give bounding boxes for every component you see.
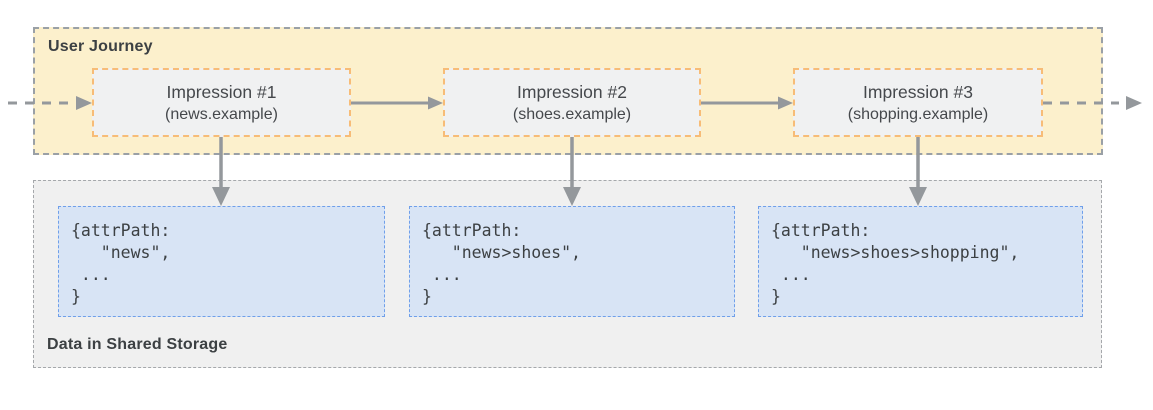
impression-1-box: Impression #1 (news.example) <box>92 68 351 137</box>
impression-2-box: Impression #2 (shoes.example) <box>443 68 701 137</box>
impression-2-label: Impression #2 <box>517 81 627 102</box>
storage-record-3: {attrPath: "news>shoes>shopping", ... } <box>758 206 1083 317</box>
shared-storage-title: Data in Shared Storage <box>47 336 228 353</box>
impression-1-domain: (news.example) <box>165 105 278 123</box>
storage-record-2: {attrPath: "news>shoes", ... } <box>409 206 735 317</box>
storage-record-1: {attrPath: "news", ... } <box>58 206 385 317</box>
impression-2-domain: (shoes.example) <box>512 105 632 123</box>
impression-1-label: Impression #1 <box>166 81 277 102</box>
impression-3-box: Impression #3 (shopping.example) <box>793 68 1043 137</box>
impression-3-domain: (shopping.example) <box>847 105 989 123</box>
impression-3-label: Impression #3 <box>863 81 973 102</box>
user-journey-title: User Journey <box>48 38 153 55</box>
